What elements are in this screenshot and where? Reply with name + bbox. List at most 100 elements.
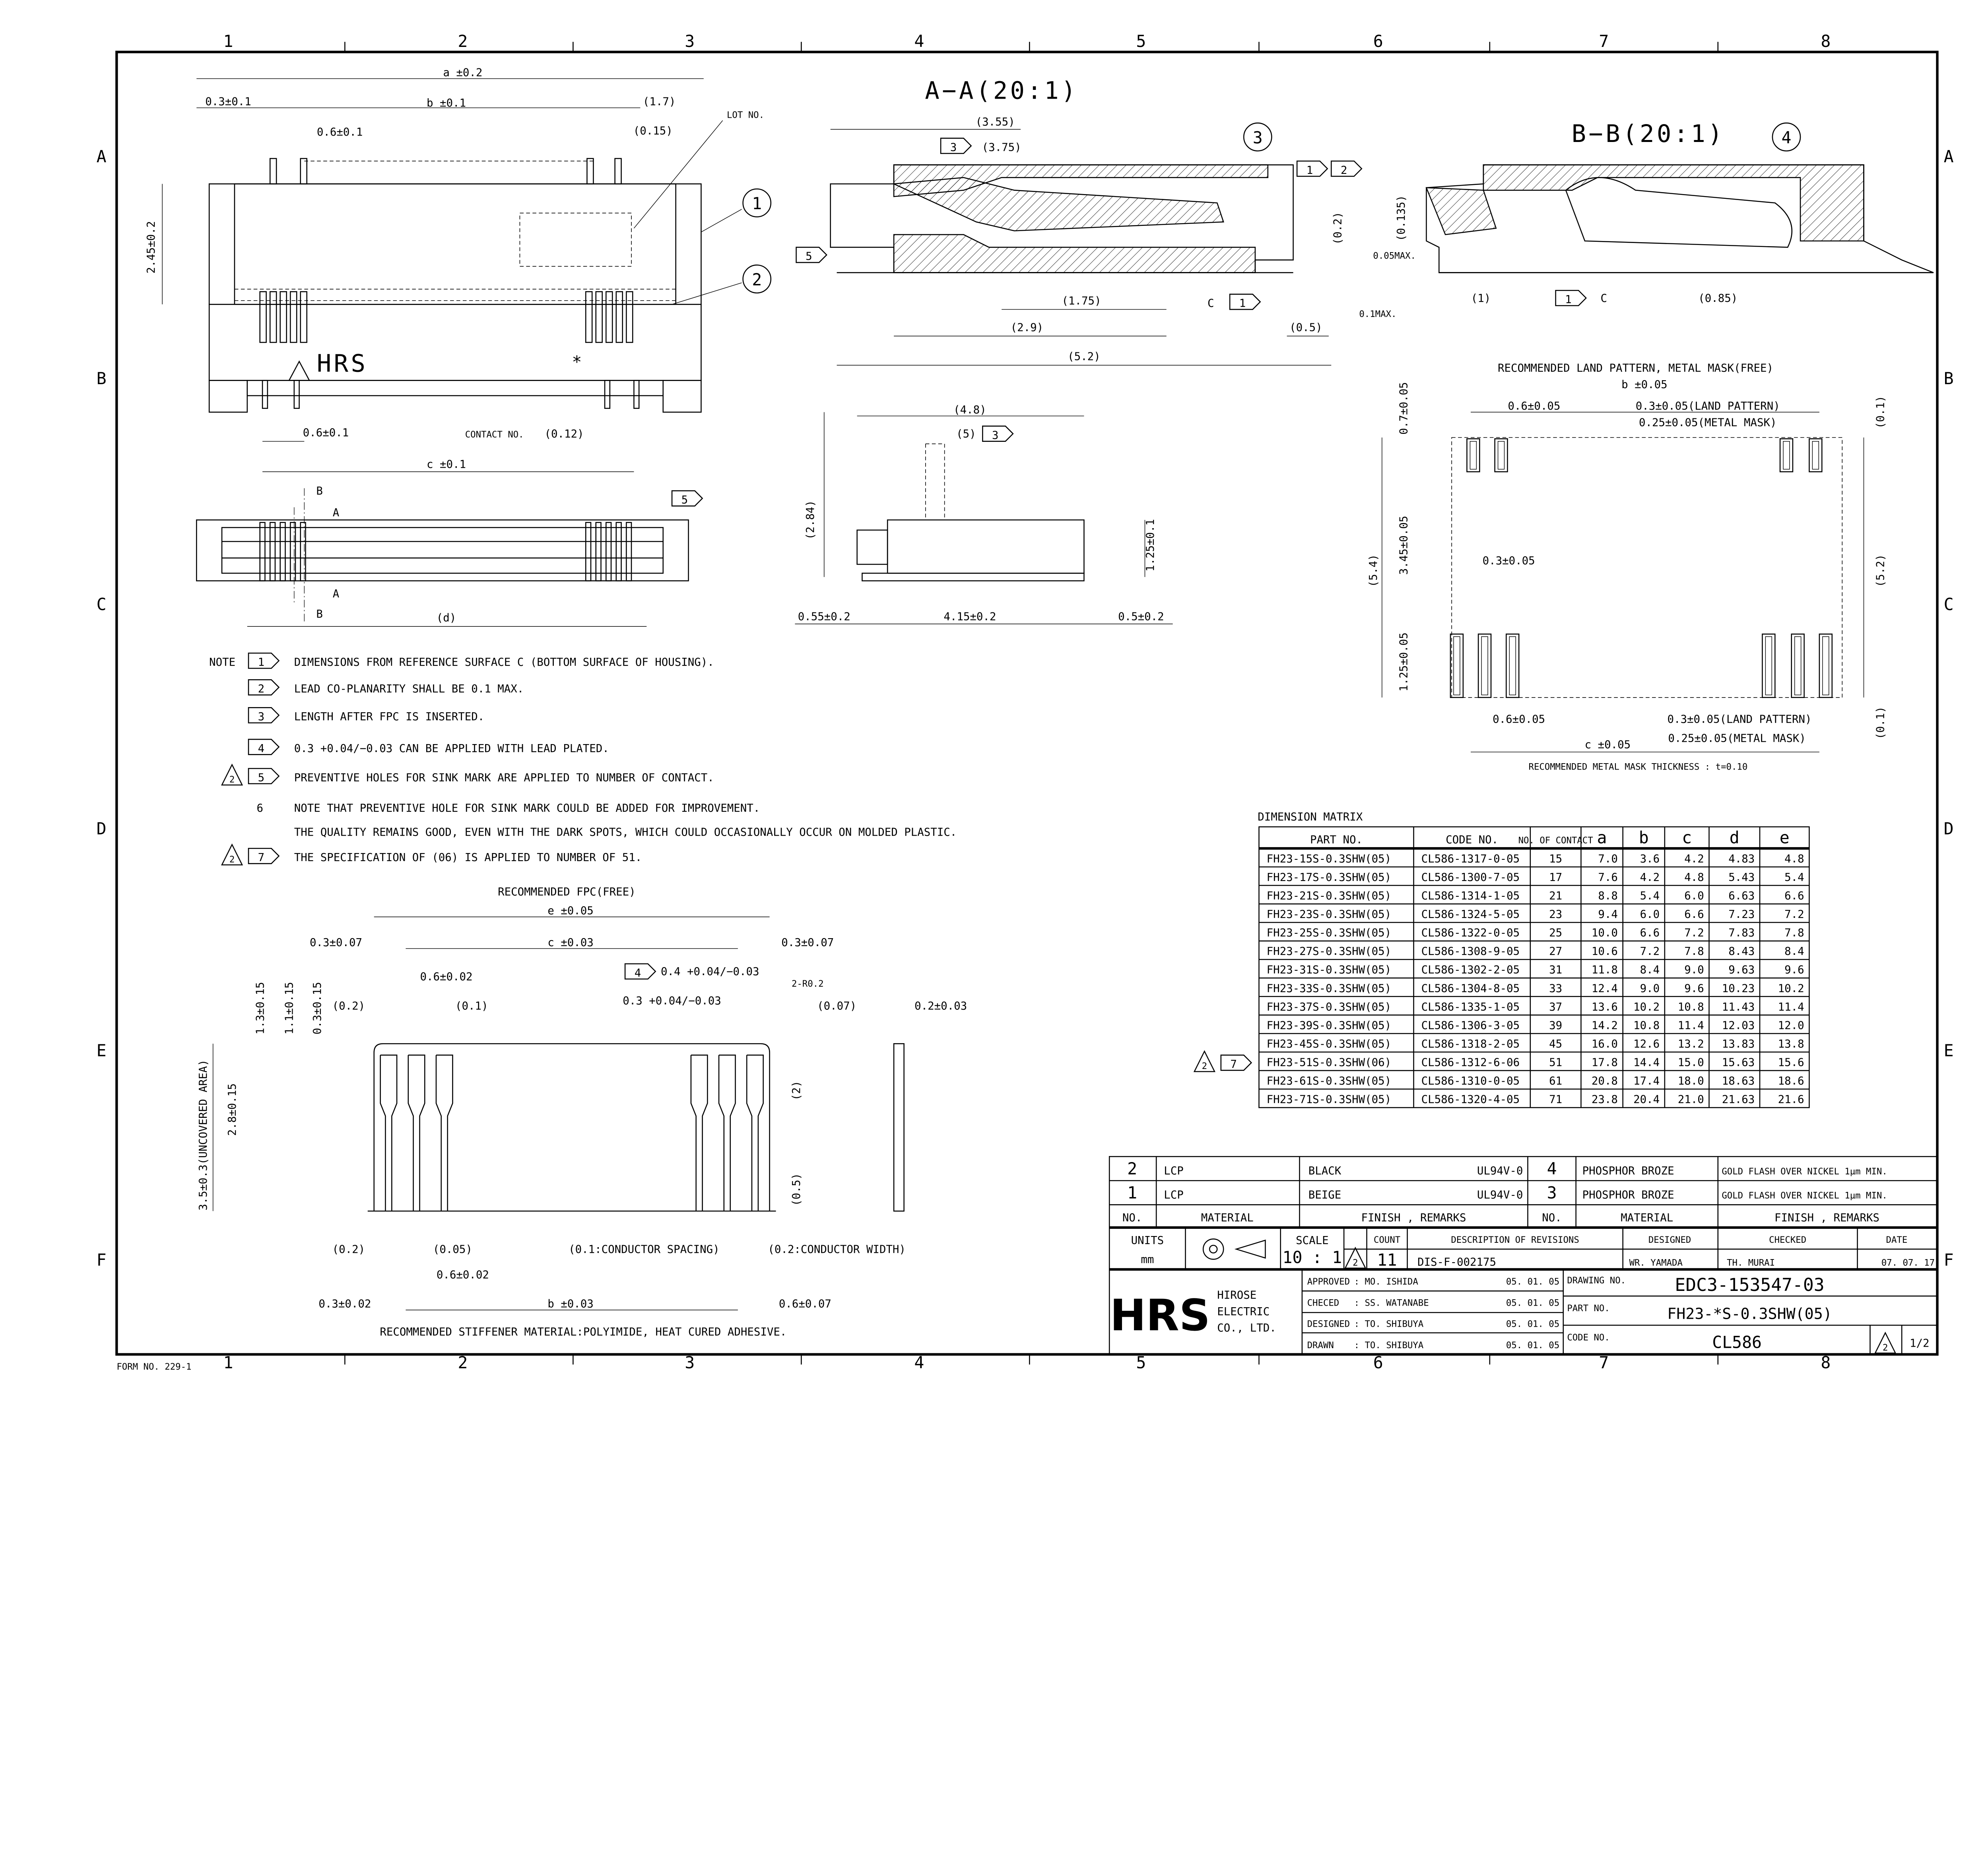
- matrix-cell: FH23-37S-0.3SHW(05): [1267, 1001, 1392, 1013]
- section-aa-dimension-label: (1.75): [1062, 295, 1101, 307]
- section-bb-dimension-label: B−B(20:1): [1572, 120, 1725, 148]
- item-balloon-number: 2: [752, 270, 762, 289]
- note-flag: [1555, 290, 1587, 306]
- fpc-dimension-label: 0.3±0.15: [311, 982, 324, 1034]
- matrix-cell: 6.0: [1640, 908, 1660, 921]
- matrix-cell: 6.63: [1728, 890, 1755, 902]
- section-bb-dimension-label: (1): [1471, 292, 1491, 305]
- revision-triangle: [221, 843, 243, 866]
- note-label: NOTE: [209, 656, 235, 669]
- border-row-label: D: [97, 819, 107, 838]
- signoff-name: : MO. ISHIDA: [1354, 1277, 1419, 1287]
- fpc-dimension-label: 0.3±0.07: [781, 937, 834, 949]
- fpc-dimension-label: (2): [790, 1081, 803, 1101]
- section-aa-dimension-label: C: [1208, 297, 1214, 310]
- matrix-cell: 9.4: [1598, 908, 1617, 921]
- matrix-cell: 7.6: [1598, 871, 1617, 884]
- revision-triangle: [1874, 1331, 1897, 1354]
- border-row-label: C: [97, 595, 107, 614]
- side-view-dimension-label: 4.15±0.2: [944, 610, 996, 623]
- revision-triangle: [1344, 1246, 1367, 1269]
- item-balloon-number: 3: [1253, 128, 1263, 147]
- note-flag: [248, 739, 280, 755]
- revision-date: 07. 07. 17: [1881, 1257, 1935, 1268]
- note-flag: [671, 490, 703, 507]
- matrix-cell: 4.83: [1728, 853, 1755, 865]
- metal-mask-opening: [1783, 441, 1790, 470]
- fpc-conductor: [690, 1054, 708, 1211]
- land-pad: [1791, 634, 1805, 698]
- finish: BEIGE: [1309, 1189, 1342, 1201]
- company-name-line: ELECTRIC: [1217, 1306, 1270, 1318]
- fpc-dimension-label: 0.3±0.07: [310, 937, 362, 949]
- fpc-dimension-label: 1.1±0.15: [283, 982, 296, 1034]
- section-aa-dimension-label: (3.75): [982, 141, 1021, 154]
- contact-tail: [604, 380, 611, 409]
- matrix-cell: 4.8: [1784, 853, 1804, 865]
- border-column-label: 3: [685, 32, 695, 51]
- matrix-cell: 6.0: [1684, 890, 1704, 902]
- land-pattern-dimension-label: 0.3±0.05: [1483, 555, 1535, 567]
- fpc-dimension-label: RECOMMENDED FPC(FREE): [498, 886, 636, 898]
- matrix-cell: 4.8: [1684, 871, 1704, 884]
- note-text: LEAD CO-PLANARITY SHALL BE 0.1 MAX.: [294, 683, 524, 695]
- land-pattern-dimension-label: (0.1): [1875, 396, 1887, 429]
- section-bb-dimension-label: C: [1601, 292, 1607, 305]
- item-balloon: [742, 188, 772, 218]
- signoff-role: DRAWN: [1307, 1340, 1334, 1351]
- note-flag: [248, 652, 280, 669]
- matrix-cell: 21.6: [1778, 1094, 1804, 1106]
- metal-mask-opening: [1481, 636, 1488, 696]
- land-pad: [1819, 634, 1833, 698]
- section-aa-dimension-label: (5.2): [1068, 351, 1101, 363]
- top-view-dimension-label: b ±0.1: [427, 97, 466, 109]
- note-flag: [940, 138, 972, 154]
- matrix-header: PART NO.: [1310, 834, 1363, 846]
- signoff-date: 05. 01. 05: [1506, 1277, 1559, 1287]
- item-balloon-number: 1: [752, 194, 762, 213]
- contact-lead: [269, 291, 277, 343]
- matrix-cell: CL586-1300-7-05: [1421, 871, 1520, 884]
- material-name: PHOSPHOR BROZE: [1582, 1189, 1674, 1201]
- item-balloon-number: 4: [1782, 128, 1792, 147]
- matrix-cell: 9.6: [1784, 964, 1804, 976]
- material-no: 1: [1127, 1183, 1137, 1202]
- section-aa-dimension-label: (0.2): [1332, 212, 1344, 245]
- note-flag-number: 7: [258, 851, 265, 864]
- fpc-conductor: [718, 1054, 736, 1211]
- bottom-view-dimension-label: B: [316, 608, 322, 620]
- matrix-cell: 7.2: [1640, 945, 1660, 958]
- contact-lead: [259, 522, 266, 581]
- matrix-cell: 7.23: [1728, 908, 1755, 921]
- contact-tail: [262, 380, 268, 409]
- matrix-cell: 5.43: [1728, 871, 1755, 884]
- matrix-cell: FH23-51S-0.3SHW(06): [1267, 1056, 1392, 1069]
- border-row-label: A: [1944, 147, 1954, 166]
- top-view-dimension-label: CONTACT NO.: [465, 430, 524, 440]
- land-pattern-dimension-label: 0.3±0.05(LAND PATTERN): [1636, 400, 1780, 412]
- fpc-dimension-label: (0.2): [332, 1244, 365, 1256]
- note-flag: [1330, 160, 1363, 177]
- matrix-cell: CL586-1302-2-05: [1421, 964, 1520, 976]
- matrix-cell: FH23-15S-0.3SHW(05): [1267, 853, 1392, 865]
- contact-lead: [280, 291, 287, 343]
- matrix-cell: CL586-1317-0-05: [1421, 853, 1520, 865]
- land-pattern-view: [1382, 412, 1864, 752]
- contact-lead: [595, 291, 603, 343]
- top-view-dimension-label: (0.15): [633, 125, 673, 137]
- matrix-cell: 13.83: [1722, 1038, 1755, 1050]
- fpc-dimension-label: (0.5): [790, 1173, 803, 1206]
- metal-mask-opening: [1794, 636, 1802, 696]
- company-name-line: CO., LTD.: [1217, 1322, 1276, 1334]
- matrix-cell: FH23-71S-0.3SHW(05): [1267, 1094, 1392, 1106]
- contact-lead: [280, 522, 286, 581]
- code-number: CL586: [1712, 1333, 1762, 1352]
- border-column-label: 8: [1821, 1353, 1831, 1372]
- matrix-header: a: [1597, 828, 1607, 847]
- fpc-dimension-label: 0.3±0.02: [318, 1298, 371, 1310]
- matrix-cell: 8.4: [1640, 964, 1660, 976]
- fpc-dimension-label: 0.6±0.02: [437, 1269, 489, 1281]
- fpc-dimension-label: (0.1): [455, 1000, 488, 1012]
